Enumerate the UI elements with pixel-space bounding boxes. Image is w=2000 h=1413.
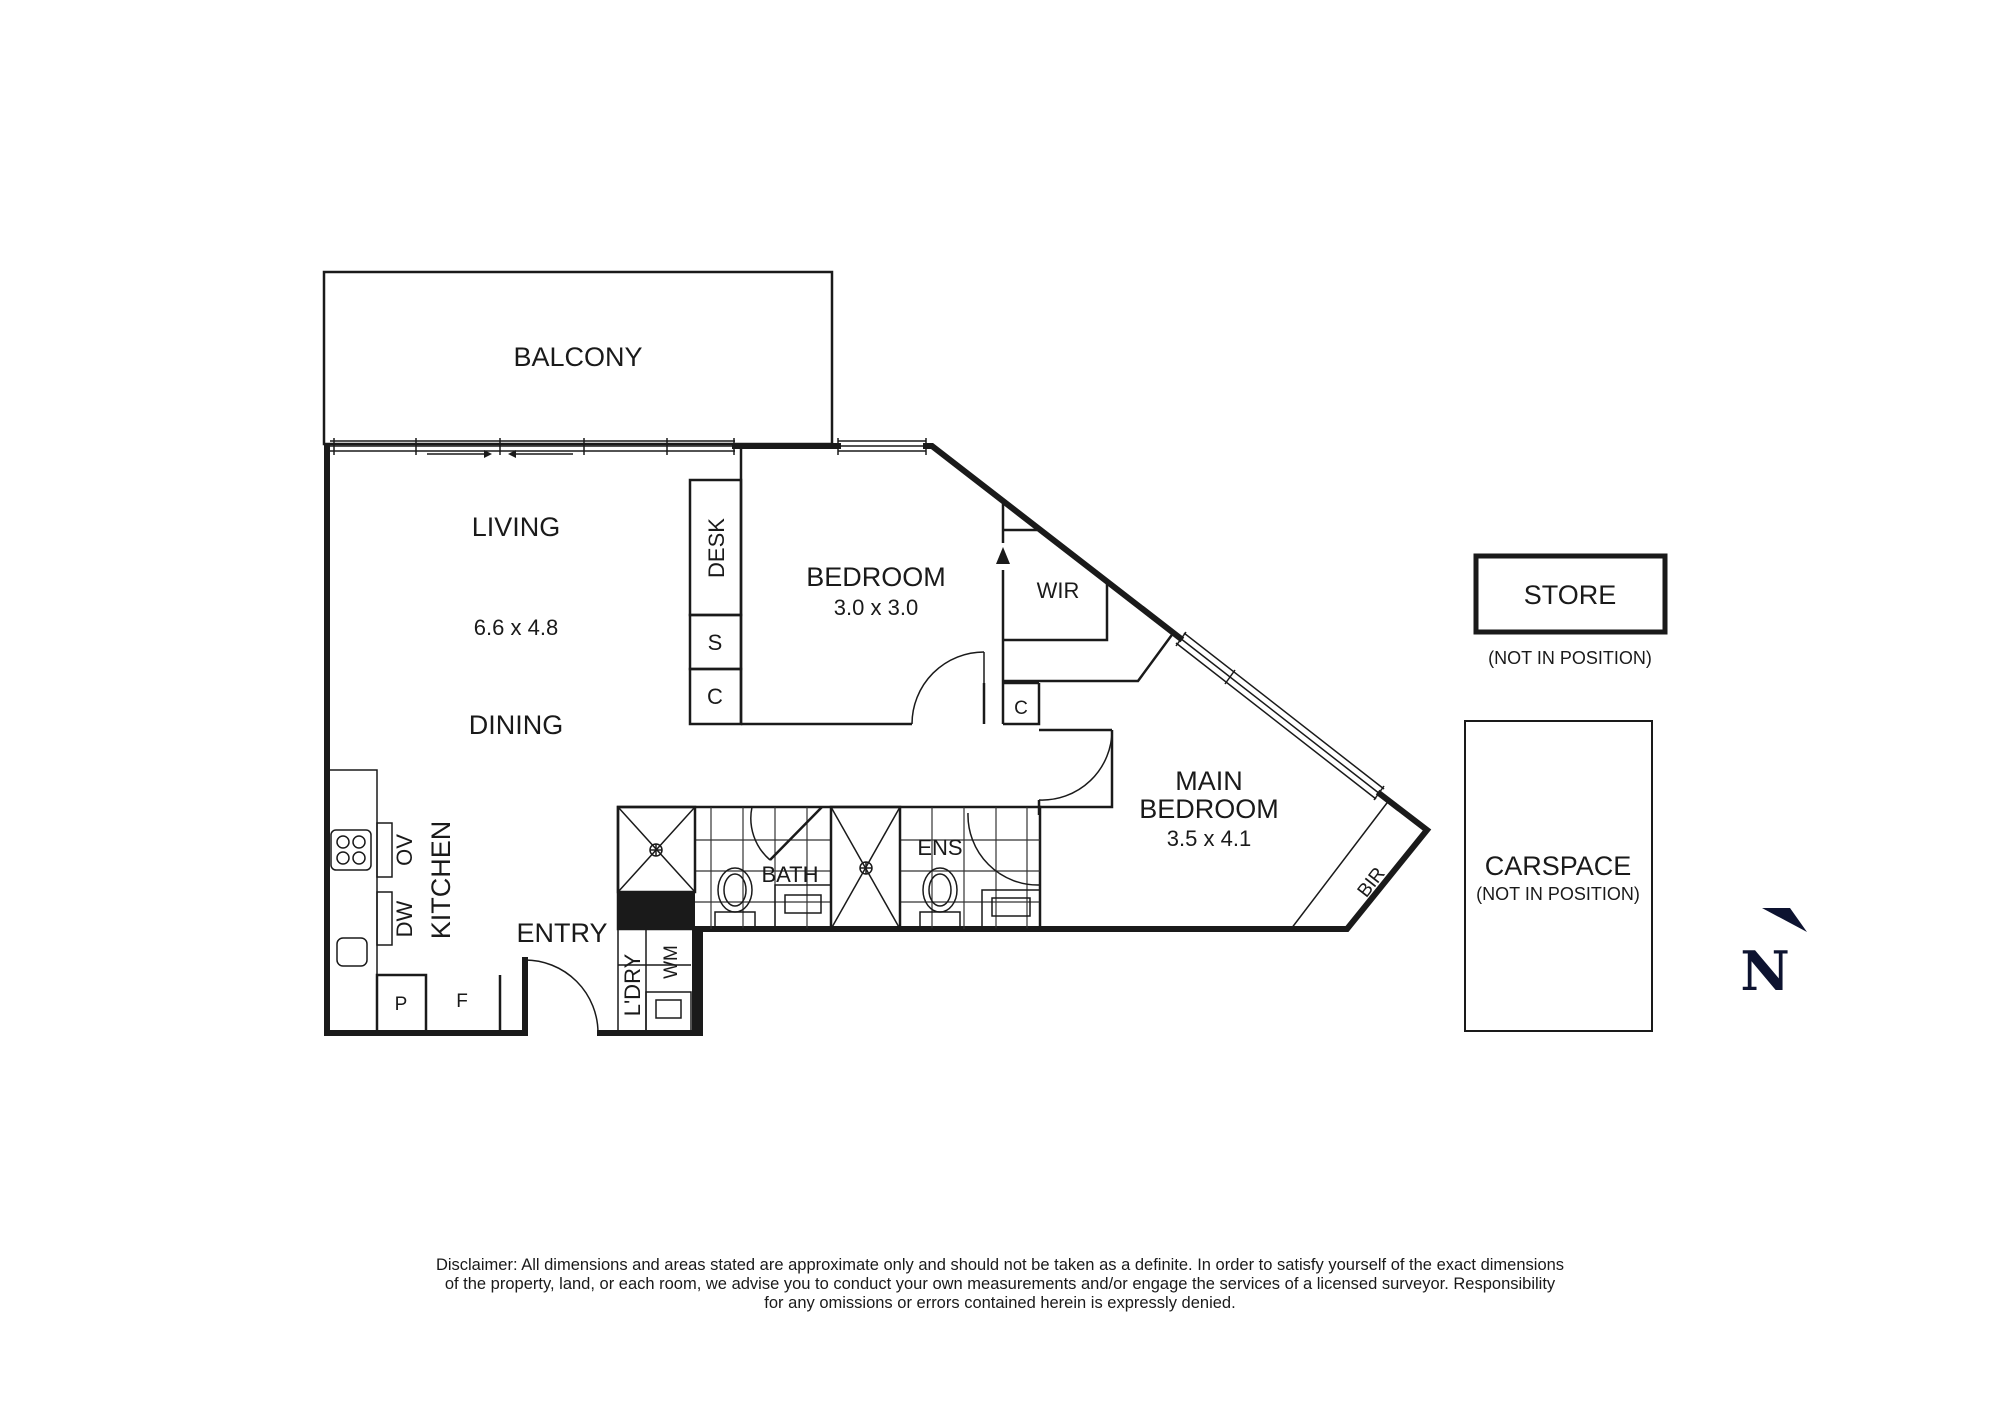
kitchen-label: KITCHEN <box>426 821 456 940</box>
desk-unit <box>688 478 743 726</box>
wir-arrow-icon <box>996 547 1010 564</box>
sliding-door <box>330 438 735 458</box>
bathroom-block <box>616 805 1042 931</box>
shelf-label: S <box>708 630 723 655</box>
bir-divider <box>1290 798 1391 930</box>
disclaimer: Disclaimer: All dimensions and areas sta… <box>340 1256 1660 1313</box>
main-bedroom-label-1: MAIN <box>1175 766 1243 796</box>
main-bedroom-label-2: BEDROOM <box>1139 794 1279 824</box>
hallway-wall <box>1040 730 1114 809</box>
entry-label: ENTRY <box>516 918 607 948</box>
disclaimer-line-3: for any omissions or errors contained he… <box>764 1294 1236 1312</box>
window-main-bedroom <box>1175 631 1385 801</box>
living-dimensions: 6.6 x 4.8 <box>474 615 558 640</box>
disclaimer-line-2: of the property, land, or each room, we … <box>444 1275 1556 1293</box>
balcony: BALCONY <box>322 270 834 446</box>
pantry-label: P <box>395 994 408 1015</box>
compass-label: N <box>1740 939 1789 1003</box>
store-note: (NOT IN POSITION) <box>1488 648 1652 668</box>
bedroom-door <box>911 651 985 725</box>
carspace-note: (NOT IN POSITION) <box>1476 884 1640 904</box>
entry-door <box>522 957 599 1036</box>
desk-label: DESK <box>704 518 729 578</box>
carspace: CARSPACE (NOT IN POSITION) <box>1464 720 1653 1032</box>
balcony-label: BALCONY <box>513 342 642 372</box>
living-label: LIVING <box>472 512 561 542</box>
window-bedroom <box>837 438 927 455</box>
laundry <box>617 926 698 1036</box>
washing-machine-label: WM <box>661 945 682 979</box>
main-bedroom-door <box>1038 729 1113 801</box>
north-arrow-icon: N <box>1740 908 1807 1003</box>
cupboard-label: C <box>707 684 723 709</box>
fridge-label: F <box>456 991 468 1012</box>
bath-label: BATH <box>761 862 818 887</box>
ensuite-label: ENS <box>917 835 962 860</box>
bir-label: BIR <box>1354 864 1390 902</box>
bedroom-label: BEDROOM <box>806 562 946 592</box>
disclaimer-line-1: Disclaimer: All dimensions and areas sta… <box>435 1256 1565 1274</box>
bedroom-dimensions: 3.0 x 3.0 <box>834 595 918 620</box>
carspace-label: CARSPACE <box>1485 851 1632 881</box>
dining-label: DINING <box>469 710 564 740</box>
dishwasher-label: DW <box>392 900 417 937</box>
laundry-label: L'DRY <box>620 953 645 1016</box>
main-bedroom-dimensions: 3.5 x 4.1 <box>1167 826 1251 851</box>
cupboard-2-label: C <box>1014 698 1028 719</box>
wir-label: WIR <box>1037 578 1080 603</box>
kitchen-bench <box>326 769 526 1035</box>
store-label: STORE <box>1524 580 1617 610</box>
oven-label: OV <box>392 834 417 866</box>
store: STORE (NOT IN POSITION) <box>1473 553 1668 668</box>
